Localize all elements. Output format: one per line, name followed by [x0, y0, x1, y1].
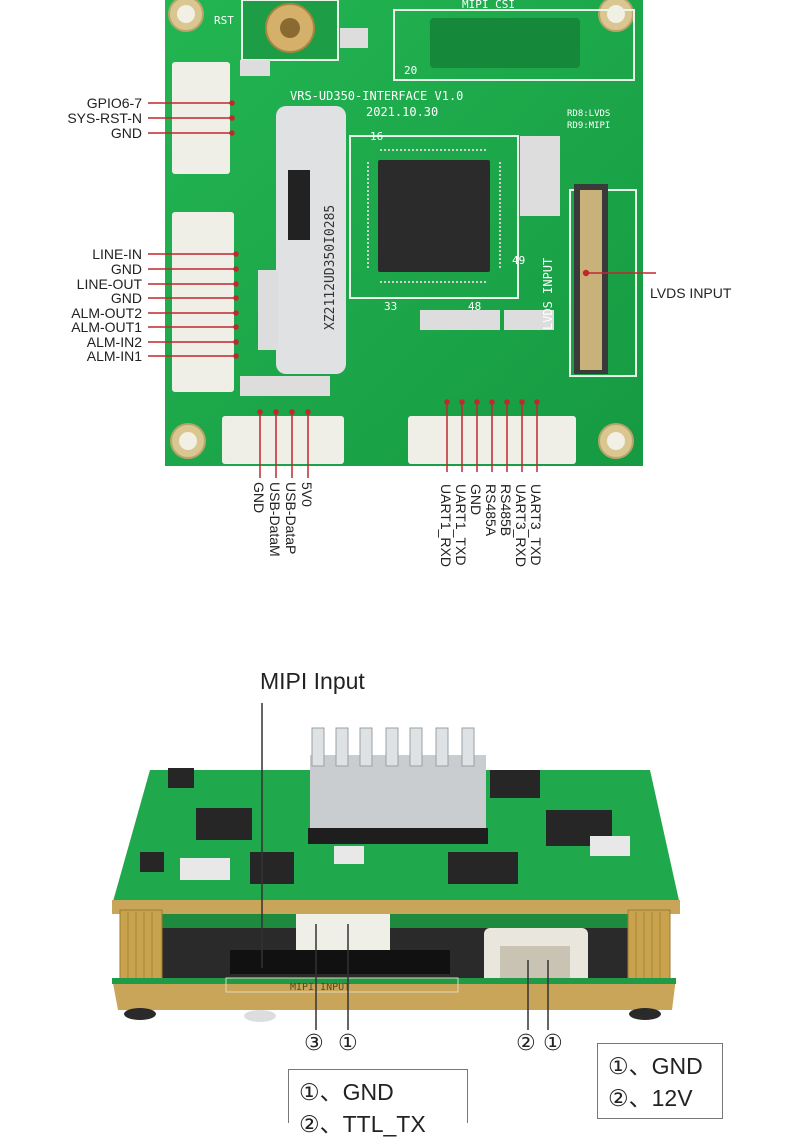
pin-label: GND	[110, 290, 142, 306]
pin-label: UART1_TXD	[453, 484, 469, 566]
pin-label: ALM-IN1	[86, 348, 142, 364]
pin-label: RS485A	[483, 484, 499, 537]
pin-label: ALM-OUT1	[71, 319, 142, 335]
pin-callout: ①	[543, 1031, 563, 1056]
pin-callout: ①	[338, 1031, 358, 1056]
pin-label: RS485B	[498, 484, 514, 537]
lvds-input-label: LVDS INPUT	[650, 285, 732, 301]
mipi-input-title: MIPI Input	[260, 668, 365, 694]
pin-label: GND	[110, 261, 142, 277]
pin-label: UART3_TXD	[528, 484, 544, 566]
pin-label: UART3_RXD	[513, 484, 529, 567]
power-pin-legend: ①、GND ②、12V	[597, 1043, 723, 1119]
pin-label: ALM-IN2	[86, 334, 142, 350]
silk-model: VRS-UD350-INTERFACE V1.0	[290, 89, 463, 103]
pin-label: GND	[251, 482, 267, 514]
silk-rd8: RD8:LVDS	[567, 109, 610, 119]
pin-callout: ②	[516, 1031, 536, 1056]
silk-lvds-input: LVDS INPUT	[541, 258, 555, 330]
pin-label: GND	[468, 484, 484, 516]
silk-pin-49: 49	[512, 254, 525, 267]
legend-item: ①、GND	[299, 1079, 394, 1105]
pin-label: ALM-OUT2	[71, 305, 142, 321]
pin-label: UART1_RXD	[438, 484, 454, 567]
silk-rd9: RD9:MIPI	[567, 121, 610, 131]
silk-pin-16: 16	[370, 130, 383, 143]
pin-label: GPIO6-7	[86, 95, 142, 111]
legend-item: ①、GND	[608, 1053, 703, 1079]
pin-label: 5V0	[299, 482, 315, 507]
pin-callout: ③	[304, 1031, 324, 1056]
pin-label: GND	[110, 125, 142, 141]
silk-pin-48: 48	[468, 300, 481, 313]
pin-label: LINE-OUT	[76, 276, 142, 292]
silk-pin-20: 20	[404, 64, 417, 77]
pin-label: USB-DataM	[267, 482, 283, 557]
pin-label: USB-DataP	[283, 482, 299, 555]
legend-item: ②、TTL_TX	[299, 1111, 426, 1137]
pin-label: SYS-RST-N	[67, 110, 142, 126]
legend-item: ②、12V	[608, 1085, 693, 1111]
silk-pin-33: 33	[384, 300, 397, 313]
silk-rst: RST	[214, 14, 234, 27]
uart-pin-legend: ①、GND ②、TTL_TX	[288, 1069, 468, 1137]
silk-mipi-csi: MIPI CSI	[462, 0, 515, 11]
pin-label: LINE-IN	[92, 246, 142, 262]
pcb-top-view: MIPI CSI RST VRS-UD350-INTERFACE V1.0 20…	[148, 0, 656, 478]
silk-mipi-input: MIPI INPUT	[290, 982, 350, 993]
silk-date: 2021.10.30	[366, 105, 438, 119]
sticker-serial: XZ2112UD350I0285	[323, 205, 338, 330]
